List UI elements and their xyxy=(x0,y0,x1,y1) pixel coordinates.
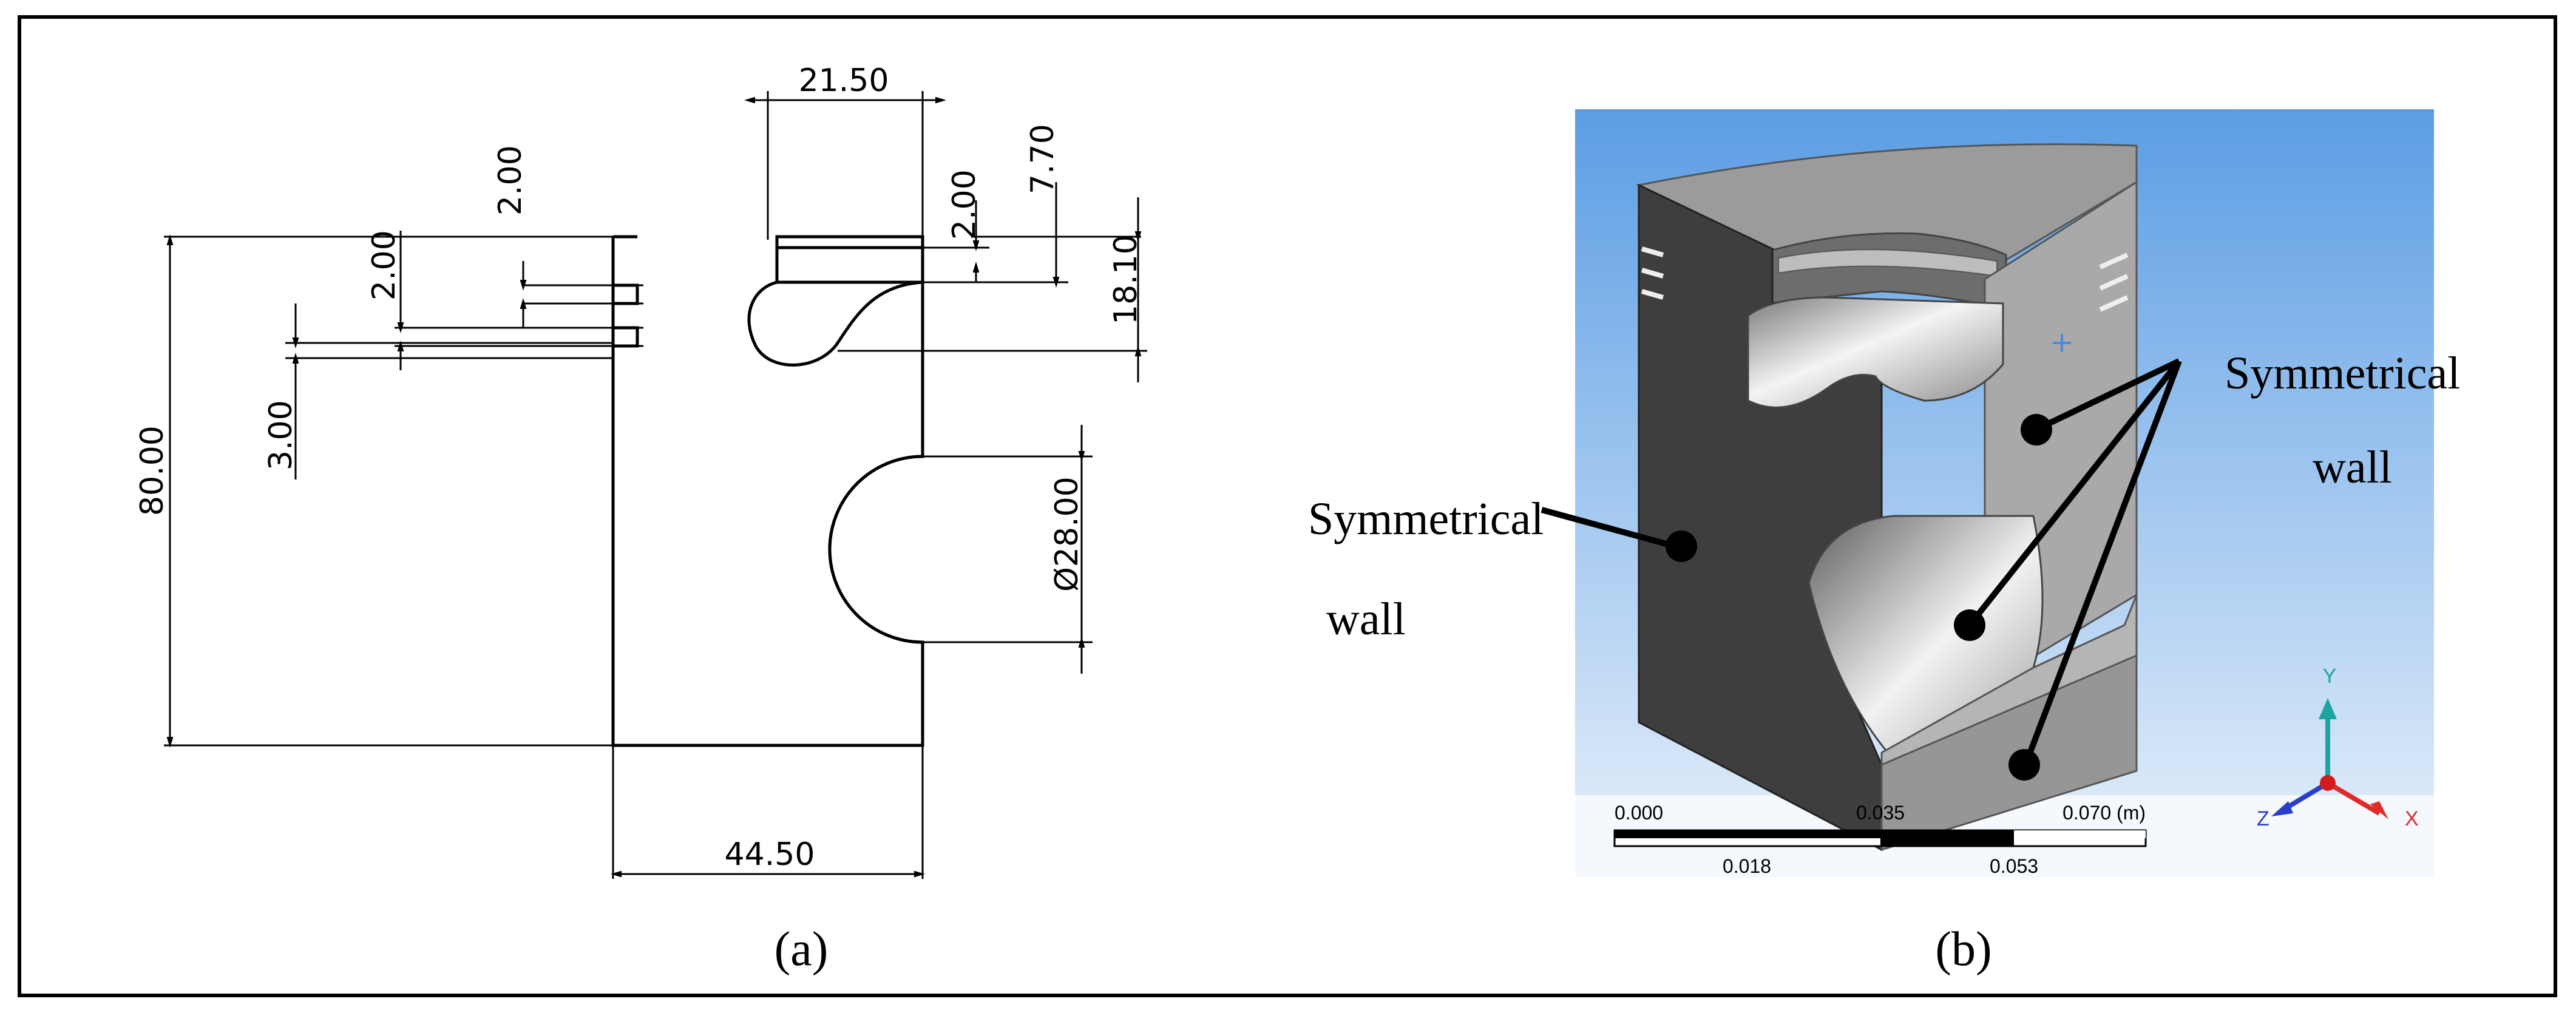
caption-b: (b) xyxy=(1935,923,1991,976)
dim-bottom-width: 44.50 xyxy=(725,836,815,873)
ring-grooves-left xyxy=(1641,246,1664,300)
axis-z-label: Z xyxy=(2257,807,2269,830)
leader-lines xyxy=(1541,358,2182,769)
dim-pin-diameter: Ø28.00 xyxy=(1049,476,1085,592)
bowl-profile xyxy=(747,280,923,367)
piston-profile xyxy=(611,235,924,747)
scale-tick-3: 0.018 xyxy=(1723,855,1771,877)
bowl-interior xyxy=(1747,296,2004,408)
scale-tick-1: 0.035 xyxy=(1856,802,1905,824)
pin-hole xyxy=(1808,515,2044,754)
panel-a-drawing xyxy=(611,235,924,747)
label-right-line2: wall xyxy=(2313,442,2392,493)
label-right-line1: Symmetrical xyxy=(2225,348,2460,399)
dim-ring-spacing: 3.00 xyxy=(263,400,299,470)
dim-ring-gap: 2.00 xyxy=(492,145,529,215)
marker-dot-lower xyxy=(2008,749,2040,781)
dim-bowl-depth: 18.10 xyxy=(1108,234,1144,325)
dim-top-width: 21.50 xyxy=(799,63,889,99)
panel-b-render: 0.000 0.035 0.070 (m) 0.018 0.053 Y X Z xyxy=(1541,109,2434,877)
scale-tick-0: 0.000 xyxy=(1615,802,1663,824)
axis-x-label: X xyxy=(2405,807,2419,830)
pin-hole-arc xyxy=(828,455,923,644)
marker-dot-pin xyxy=(1954,609,1985,641)
dim-groove-top: 2.00 xyxy=(366,230,402,300)
marker-dot-right-upper xyxy=(2021,414,2052,446)
panel-a-dimensions xyxy=(164,91,1147,879)
caption-a: (a) xyxy=(774,923,829,976)
figure-frame xyxy=(18,15,2557,997)
scale-tick-2: 0.070 (m) xyxy=(2062,802,2146,824)
ring-grooves-right xyxy=(2099,253,2129,312)
dim-height: 80.00 xyxy=(134,425,171,516)
marker-dot-left xyxy=(1666,530,1697,562)
origin-plus-icon xyxy=(2053,334,2071,352)
dim-groove-height: 2.00 xyxy=(946,169,983,240)
axis-y-label: Y xyxy=(2323,665,2337,688)
label-left-line1: Symmetrical xyxy=(1308,493,1544,544)
dim-top-depth: 7.70 xyxy=(1025,124,1061,194)
axis-triad xyxy=(2271,698,2388,819)
scale-bar xyxy=(1613,829,2147,847)
label-left-line2: wall xyxy=(1326,594,1406,645)
scale-tick-4: 0.053 xyxy=(1990,855,2038,877)
